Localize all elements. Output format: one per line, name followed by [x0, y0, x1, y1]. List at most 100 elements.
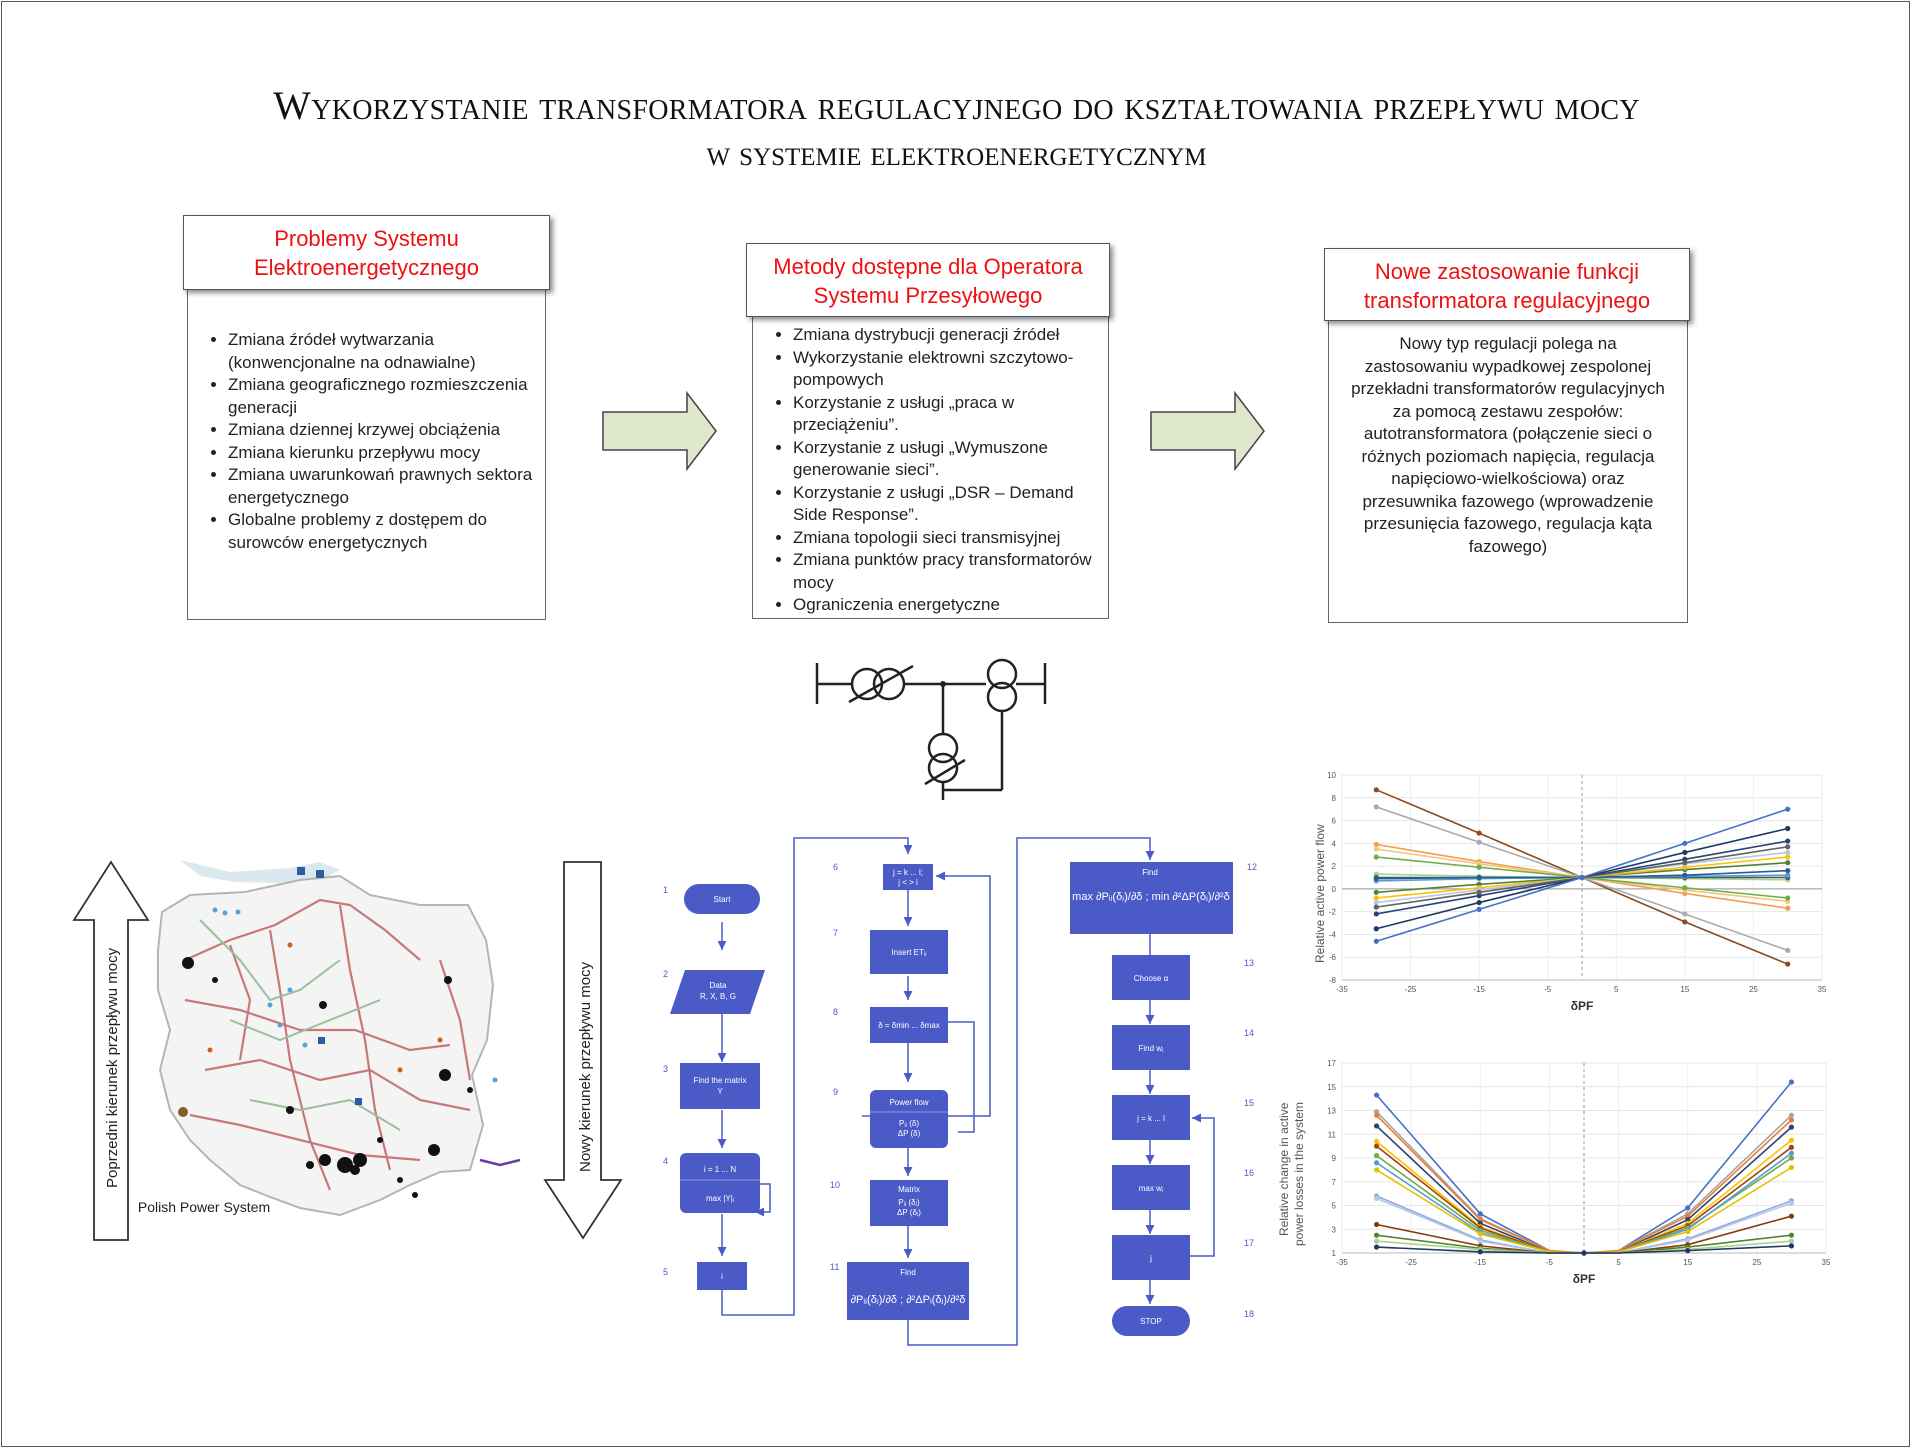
- data-point: [1373, 938, 1379, 944]
- data-point: [1476, 889, 1482, 895]
- x-tick-label: 25: [1752, 1258, 1761, 1267]
- list-item: Zmiana źródeł wytwarzania (konwencjonaln…: [228, 329, 545, 374]
- x-tick-label: 15: [1680, 985, 1689, 994]
- step-number: 13: [1244, 958, 1254, 968]
- data-point: [1682, 919, 1688, 925]
- methods-list: Zmiana dystrybucji generacji źródeł Wyko…: [753, 314, 1108, 617]
- panel-methods: Zmiana dystrybucji generacji źródeł Wyko…: [752, 313, 1109, 619]
- data-point: [1373, 787, 1379, 793]
- y-axis-label: Relative change in active: [1277, 1102, 1291, 1236]
- panel-new-application: Nowy typ regulacji polega na zastosowani…: [1328, 318, 1688, 623]
- data-point: [1785, 825, 1791, 832]
- data-point: [1373, 1160, 1380, 1166]
- data-point: [1785, 895, 1791, 901]
- data-point: [1788, 1155, 1795, 1161]
- arrow-right-1: [602, 390, 717, 472]
- data-point: [1373, 1123, 1380, 1129]
- data-point: [1373, 889, 1379, 895]
- flow-step-find-matrix: [680, 1063, 760, 1109]
- data-point: [1682, 849, 1688, 856]
- x-tick-label: 5: [1614, 985, 1619, 994]
- flow-step-j: [1112, 1235, 1190, 1280]
- flow-text-matrix-l2: Pᵢⱼ (δⱼ): [898, 1198, 920, 1207]
- data-point: [1788, 1117, 1795, 1123]
- new-flow-label: Nowy kierunek przepływu mocy: [577, 961, 594, 1172]
- data-point: [1788, 1213, 1795, 1219]
- data-point: [1785, 947, 1791, 953]
- data-point: [1476, 874, 1482, 881]
- flow-text-data: Data R, X, B, G: [700, 981, 736, 1001]
- list-item: Wykorzystanie elektrowni szczytowo-pompo…: [793, 347, 1108, 392]
- step-number: 7: [833, 928, 838, 938]
- data-point: [1373, 1092, 1380, 1098]
- flow-text-data-l2: R, X, B, G: [700, 992, 736, 1001]
- flow-text-data-l1: Data: [710, 981, 727, 990]
- y-tick-label: 11: [1328, 1130, 1337, 1139]
- flow-text-insert: Insert ETᵢⱼ: [891, 948, 926, 957]
- flow-text-power-flow-2: Pᵢⱼ (δ)ΔP (δ): [898, 1119, 921, 1138]
- y-tick-label: 13: [1327, 1107, 1336, 1116]
- data-point: [1785, 849, 1791, 856]
- x-tick-label: -25: [1405, 985, 1417, 994]
- flow-step-loop-j: [883, 864, 933, 890]
- flow-text-find-matrix-l2: Y: [717, 1087, 723, 1096]
- flow-text-stop: STOP: [1140, 1317, 1162, 1326]
- y-tick-label: -6: [1329, 953, 1337, 962]
- x-tick-label: -15: [1473, 985, 1485, 994]
- step-number: 14: [1244, 1028, 1254, 1038]
- list-item: Zmiana dziennej krzywej obciążenia: [228, 419, 545, 442]
- list-item: Zmiana uwarunkowań prawnych sektora ener…: [228, 464, 545, 509]
- y-tick-label: 6: [1332, 817, 1337, 826]
- y-tick-label: 10: [1327, 771, 1336, 780]
- flow-text-find-matrix-l1: Find the matrix: [694, 1076, 747, 1085]
- data-point: [1373, 1112, 1380, 1118]
- panel-problems-heading: Problemy Systemu Elektroenergetycznego: [183, 215, 550, 290]
- data-point: [1682, 885, 1688, 891]
- flow-step-loop-j2: [1112, 1095, 1190, 1140]
- x-tick-label: 5: [1616, 1258, 1621, 1267]
- data-point: [1373, 899, 1379, 906]
- data-point: [1373, 1109, 1380, 1115]
- data-point: [1685, 1237, 1691, 1243]
- list-item: Globalne problemy z dostępem do surowców…: [228, 509, 545, 554]
- step-number: 17: [1244, 1238, 1254, 1248]
- data-point: [1685, 1229, 1691, 1235]
- step-number: 11: [830, 1262, 839, 1272]
- flow-step-data: [670, 970, 765, 1014]
- poland-map: [157, 860, 521, 1217]
- y-axis-label: power losses in the system: [1292, 1102, 1306, 1246]
- y-tick-label: 3: [1332, 1225, 1337, 1234]
- list-item: Korzystanie z usługi „praca w przeciążen…: [793, 392, 1108, 437]
- arrow-right-2: [1150, 390, 1265, 472]
- data-point: [1477, 1249, 1483, 1255]
- data-point: [1373, 854, 1379, 860]
- step-number: 5: [663, 1267, 668, 1277]
- data-point: [1785, 838, 1791, 844]
- flow-step-max-w: [1112, 1165, 1190, 1210]
- flow-text-loop-j-l2: j < > i: [897, 878, 918, 887]
- flow-step-find-w: [1112, 1025, 1190, 1070]
- data-point: [1373, 846, 1379, 852]
- y-axis-label: Relative active power flow: [1313, 824, 1327, 963]
- flow-text-find-11: Find: [900, 1268, 916, 1277]
- y-tick-label: 0: [1332, 885, 1337, 894]
- flow-text-power-flow: Power flow: [889, 1098, 928, 1107]
- data-point: [1373, 1238, 1380, 1244]
- data-point: [1788, 1137, 1795, 1143]
- step-number: 18: [1244, 1309, 1254, 1319]
- flow-text-delta: δ = δmin ... δmax: [878, 1021, 940, 1030]
- data-point: [1373, 1167, 1380, 1173]
- data-point: [1788, 1164, 1795, 1171]
- x-tick-label: 35: [1822, 1258, 1831, 1267]
- y-tick-label: 8: [1332, 794, 1337, 803]
- flow-text-find-12: Find: [1142, 868, 1158, 877]
- flow-text-loop-j2: j = k ... l: [1136, 1114, 1165, 1123]
- x-tick-label: 15: [1683, 1258, 1692, 1267]
- step-number: 2: [663, 969, 668, 979]
- data-point: [1477, 1211, 1483, 1217]
